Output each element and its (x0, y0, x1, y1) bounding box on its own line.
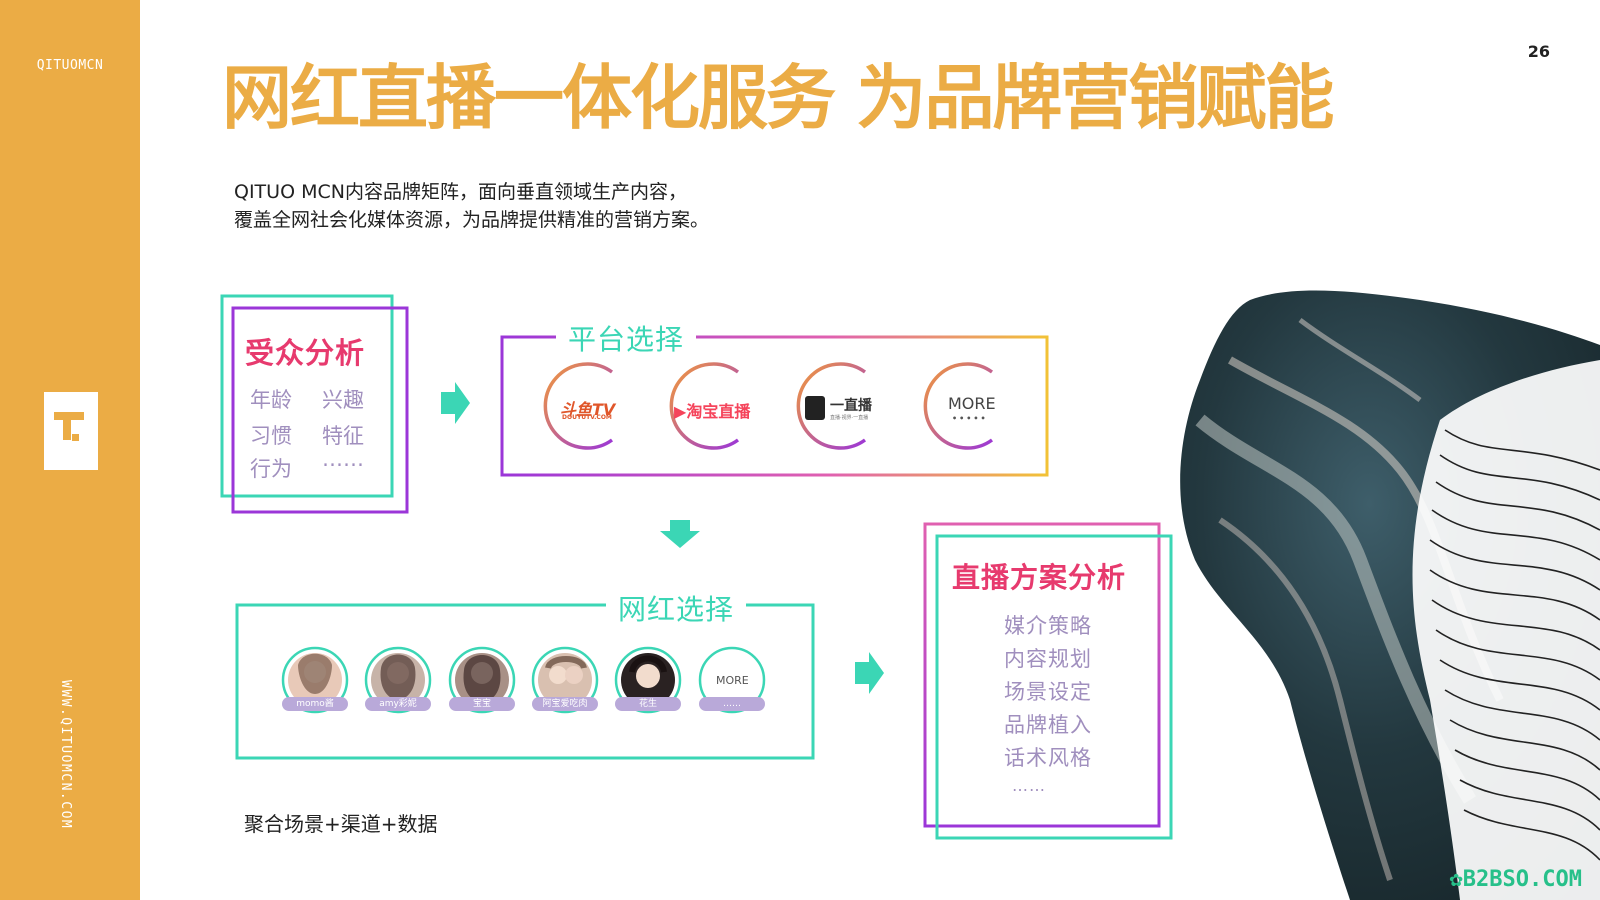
audience-item-feature: 特征 (322, 424, 364, 448)
logo-t-icon (44, 392, 98, 470)
kol-more-label: MORE (716, 674, 749, 687)
kol-avatars (281, 646, 766, 714)
intro-line-2: 覆盖全网社会化媒体资源，为品牌提供精准的营销方案。 (234, 209, 710, 231)
kol-name-4: 阿宝爱吃肉 (532, 697, 598, 711)
kol-frame (235, 603, 815, 760)
decorative-marble-art (1180, 290, 1600, 900)
audience-item-more: …… (322, 447, 364, 471)
logo (44, 392, 98, 470)
plan-frame-pink (923, 522, 1161, 828)
platform-douyu-sub: DOUYUTV.COM (562, 414, 612, 421)
arrow-right-icon (441, 382, 470, 424)
audience-frame-teal (220, 294, 394, 498)
audience-item-behavior: 行为 (250, 457, 292, 481)
platform-frame (500, 335, 1049, 477)
audience-item-habit: 习惯 (250, 424, 292, 448)
platform-ring-3 (796, 362, 867, 450)
page-title: 网红直播一体化服务 为品牌营销赋能 (222, 57, 1334, 139)
plan-item-more: …… (1012, 776, 1046, 795)
kol-name-3: 宝宝 (449, 697, 515, 711)
plan-item-content: 内容规划 (1004, 647, 1092, 671)
kol-name-5: 花生 (615, 697, 681, 711)
platform-ring-2 (669, 362, 740, 450)
website-url: WWW.QITUOMCN.COM (58, 680, 73, 830)
brand-name: QITUOMCN (36, 58, 104, 73)
watermark-text: B2BSO.COM (1462, 867, 1582, 892)
plan-frame-teal (935, 534, 1173, 840)
kol-title: 网红选择 (606, 588, 747, 628)
audience-title: 受众分析 (245, 336, 366, 370)
kol-name-1: momo酱 (282, 697, 348, 711)
taobao-play-icon: ▶ (674, 402, 687, 421)
platform-taobao-label: 淘宝直播 (686, 402, 751, 421)
audience-item-age: 年龄 (250, 388, 292, 412)
intro-text: QITUO MCN内容品牌矩阵，面向垂直领域生产内容， 覆盖全网社会化媒体资源，… (234, 178, 709, 234)
plan-title: 直播方案分析 (952, 561, 1127, 594)
plan-item-brand: 品牌植入 (1004, 713, 1092, 737)
intro-line-1: QITUO MCN内容品牌矩阵，面向垂直领域生产内容， (234, 181, 687, 203)
bottom-note: 聚合场景+渠道+数据 (244, 812, 438, 836)
plan-item-script: 话术风格 (1004, 746, 1092, 770)
kol-more-dots: …… (699, 697, 765, 711)
platform-yizhibo-label: 一直播 (830, 398, 872, 414)
page-number: 26 (1527, 42, 1550, 61)
platform-more-label: MORE (948, 394, 996, 413)
kol-name-2: amy彩妮 (365, 697, 431, 711)
platform-ring-4 (923, 362, 994, 450)
plan-item-scene: 场景设定 (1004, 680, 1092, 704)
audience-item-interest: 兴趣 (322, 388, 364, 412)
platform-more-dots: ••••• (952, 414, 988, 423)
yizhibo-logo-icon (805, 396, 825, 420)
watermark: ✿B2BSO.COM (1450, 867, 1582, 892)
plan-item-media: 媒介策略 (1004, 614, 1092, 638)
arrow-right-icon-2 (855, 652, 884, 694)
platform-taobao-logo: ▶淘宝直播 (674, 398, 750, 422)
platform-douyu-logo: 斗鱼TV (560, 400, 616, 419)
sidebar: QITUOMCN WWW.QITUOMCN.COM (0, 0, 140, 900)
audience-frame-purple (231, 306, 409, 514)
platform-ring-1 (543, 362, 614, 450)
platform-title: 平台选择 (556, 318, 697, 358)
watermark-icon: ✿ (1449, 867, 1463, 892)
arrow-down-icon (660, 520, 700, 548)
platform-yizhibo-sub: 直播·视界·一直播 (830, 415, 869, 421)
